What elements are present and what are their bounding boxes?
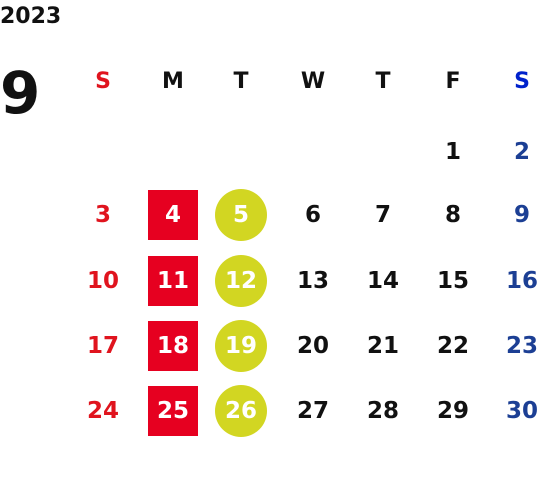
day-5: 5 xyxy=(215,189,267,241)
day-17: 17 xyxy=(86,332,119,359)
weekday-fri: F xyxy=(445,69,461,94)
day-4: 4 xyxy=(148,190,198,240)
day-28: 28 xyxy=(366,397,399,424)
day-24: 24 xyxy=(86,397,119,424)
day-7: 7 xyxy=(374,201,391,228)
day-23: 23 xyxy=(505,332,538,359)
month-number: 9 xyxy=(0,59,41,127)
weekday-tue: T xyxy=(233,69,249,94)
day-21: 21 xyxy=(366,332,399,359)
day-16: 16 xyxy=(505,267,538,294)
weekday-thu: T xyxy=(375,69,391,94)
day-8: 8 xyxy=(444,201,461,228)
day-3: 3 xyxy=(94,201,111,228)
weekday-sat: S xyxy=(514,69,530,94)
day-10: 10 xyxy=(86,267,119,294)
day-9: 9 xyxy=(513,201,530,228)
day-20: 20 xyxy=(296,332,329,359)
day-18: 18 xyxy=(148,321,198,371)
day-6: 6 xyxy=(304,201,321,228)
day-15: 15 xyxy=(436,267,469,294)
weekday-sun: S xyxy=(95,69,111,94)
day-13: 13 xyxy=(296,267,329,294)
day-26: 26 xyxy=(215,385,267,437)
day-12: 12 xyxy=(215,255,267,307)
year-label: 2023 xyxy=(0,4,62,29)
day-19: 19 xyxy=(215,320,267,372)
day-2: 2 xyxy=(513,138,530,165)
day-29: 29 xyxy=(436,397,469,424)
day-11: 11 xyxy=(148,256,198,306)
day-25: 25 xyxy=(148,386,198,436)
day-1: 1 xyxy=(444,138,461,165)
day-27: 27 xyxy=(296,397,329,424)
weekday-mon: M xyxy=(162,69,184,94)
day-30: 30 xyxy=(505,397,538,424)
weekday-wed: W xyxy=(300,69,326,94)
day-22: 22 xyxy=(436,332,469,359)
day-14: 14 xyxy=(366,267,399,294)
